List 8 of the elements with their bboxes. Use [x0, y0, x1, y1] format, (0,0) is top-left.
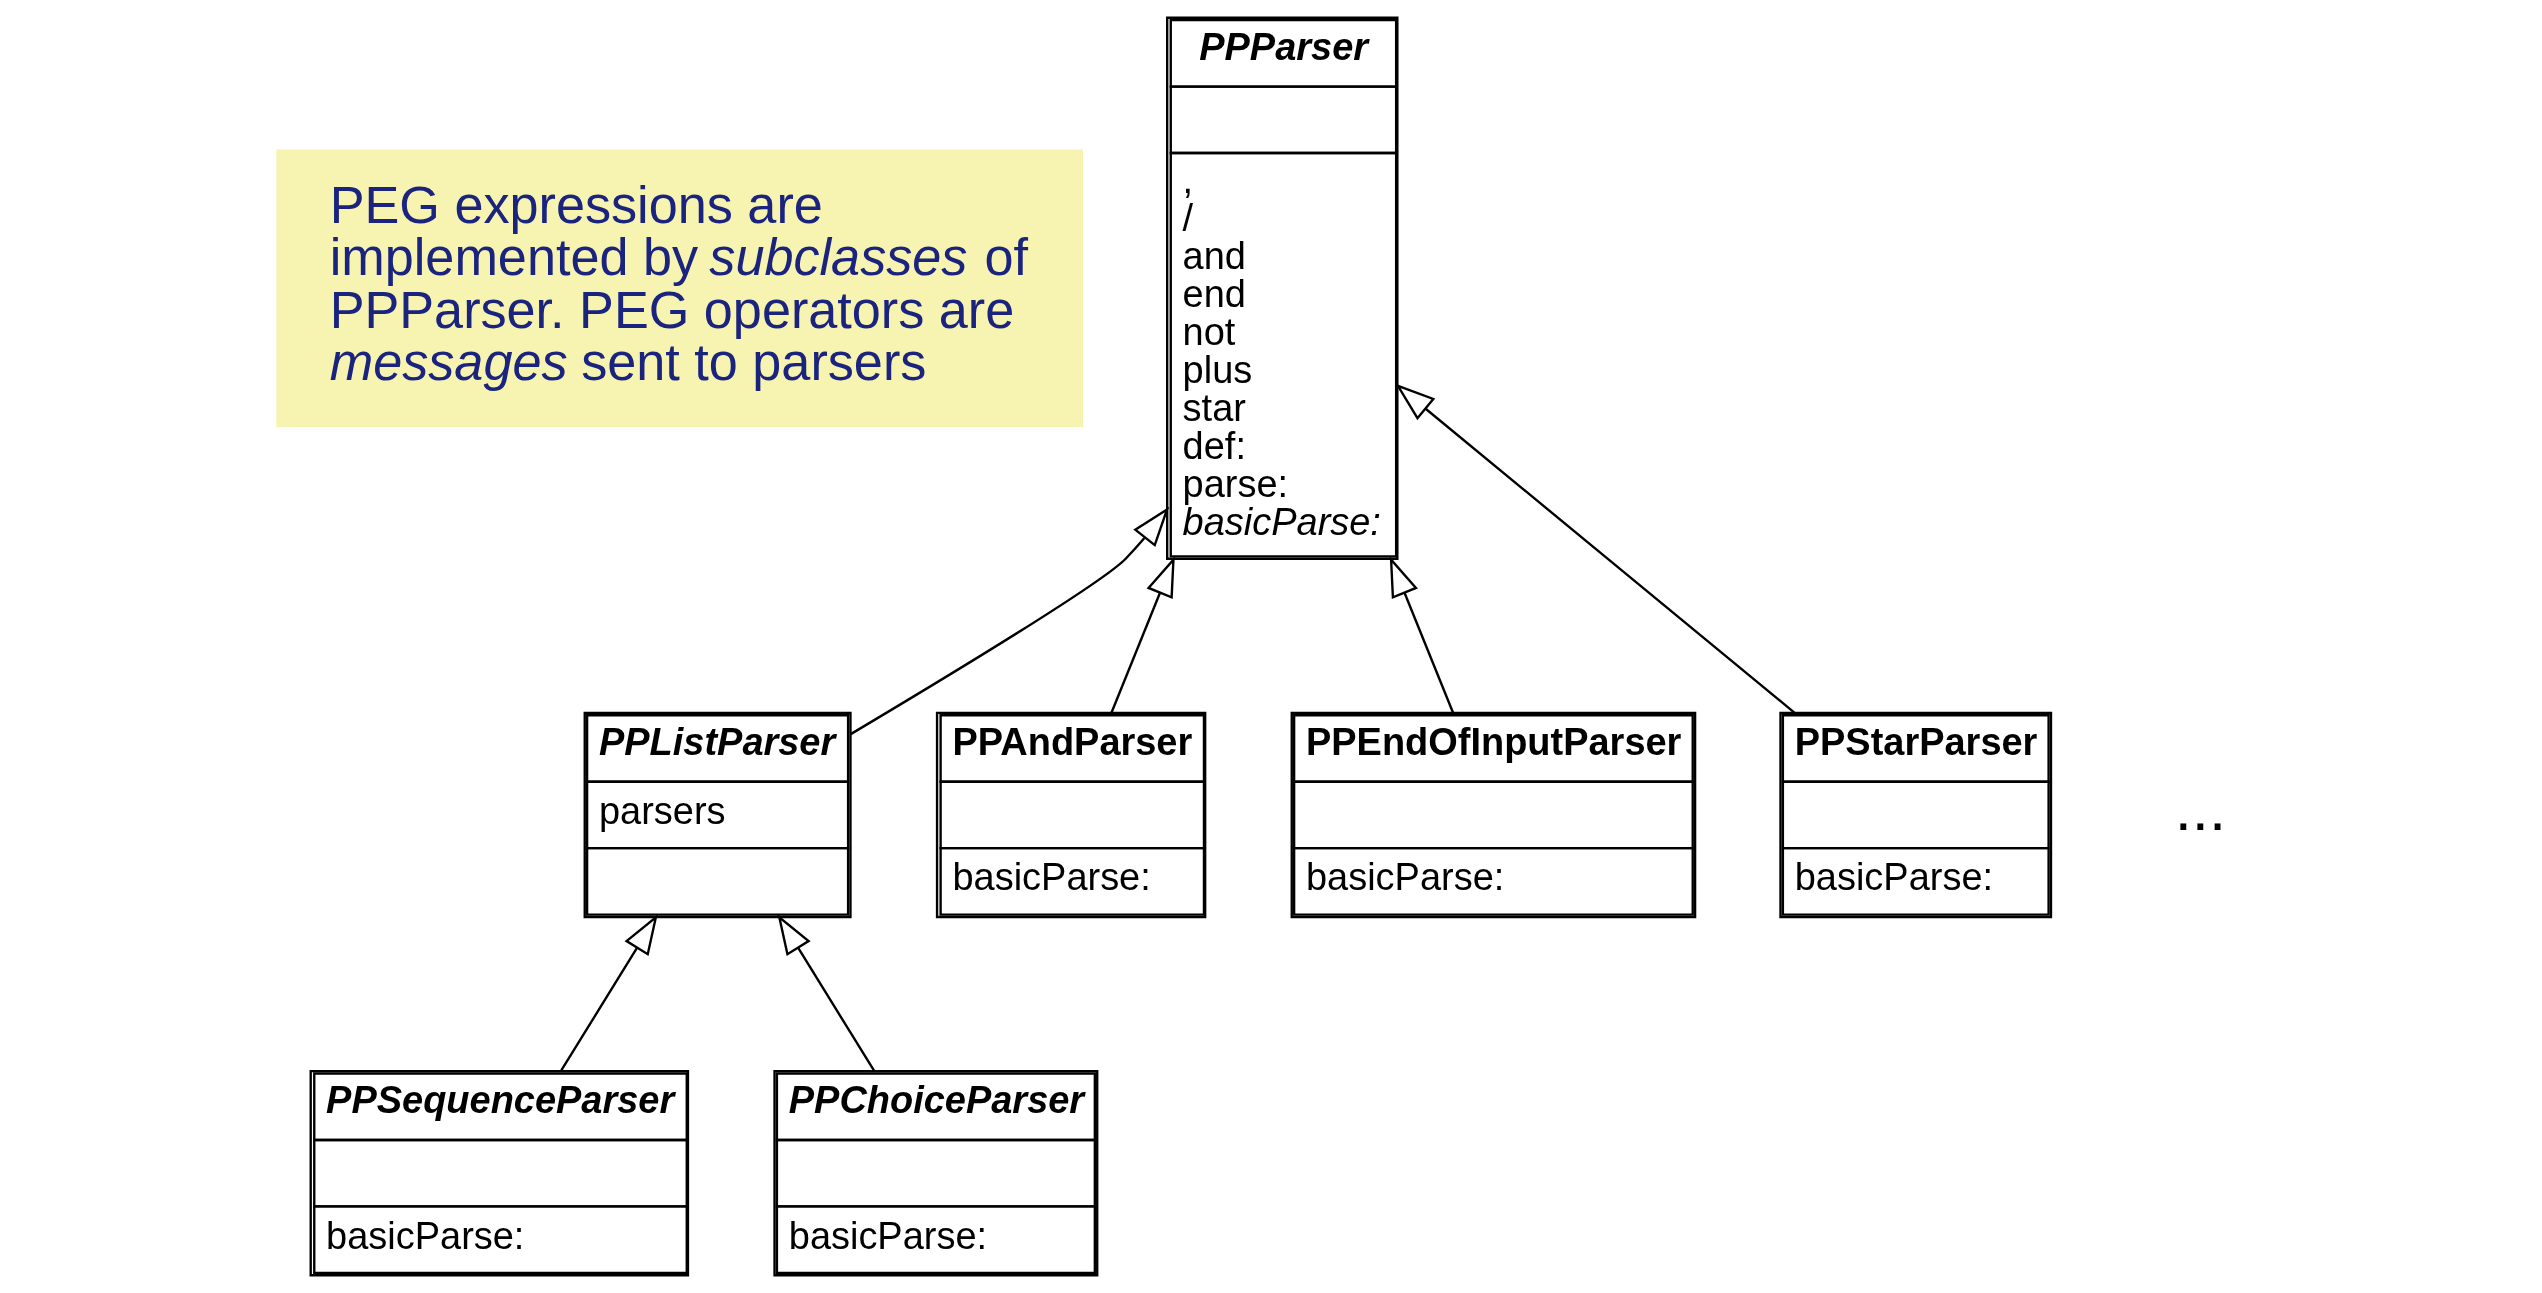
label: ...: [2174, 773, 2227, 843]
arrow: [1110, 556, 1175, 713]
arrow: [560, 914, 658, 1072]
arrow: [777, 914, 875, 1072]
arrow: [850, 506, 1170, 736]
arrow: [1389, 556, 1455, 713]
node-box: PEG expressions are implemented by subclasses of PPParser. PEG operators are messages sent to parsers: [276, 149, 1083, 428]
arrow: [1395, 383, 1796, 714]
